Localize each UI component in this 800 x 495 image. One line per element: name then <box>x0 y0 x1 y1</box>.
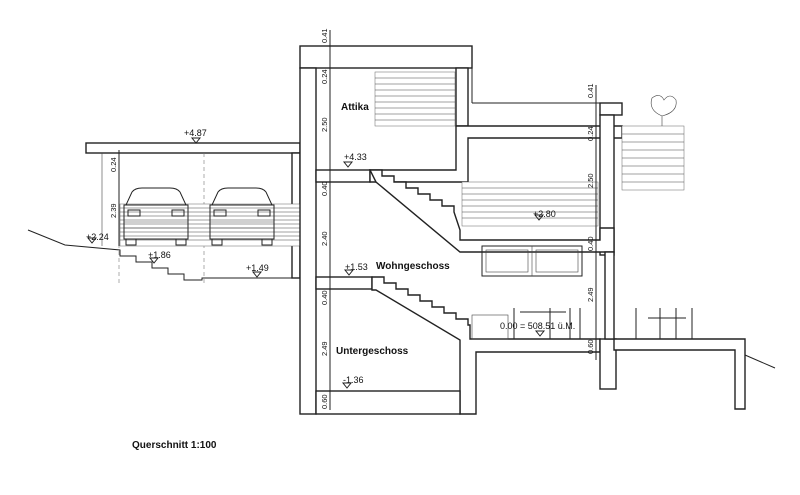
dim-left-0: 0.41 <box>320 28 329 43</box>
terrace-railing <box>461 181 599 227</box>
level-main-floor: 0.00 = 508.51 ü.M. <box>500 321 575 331</box>
dim-right-3: 0.40 <box>586 236 595 251</box>
level-carport-floor: +1.49 <box>246 263 269 273</box>
building-section <box>299 45 746 415</box>
drawing-caption: Querschnitt 1:100 <box>132 440 217 451</box>
dim-right-0: 0.41 <box>586 83 595 98</box>
level-ground-floor: +1.53 <box>345 262 368 272</box>
car-right <box>209 187 275 246</box>
tree <box>650 95 677 126</box>
room-label-attika: Attika <box>341 102 369 113</box>
dim-left-4: 2.40 <box>320 231 329 246</box>
terrace-furniture <box>635 308 693 339</box>
room-label-wohngeschoss: Wohngeschoss <box>376 261 450 272</box>
dim-left-5: 0.40 <box>320 290 329 305</box>
dim-left-6: 2.49 <box>320 341 329 356</box>
attika-louvers <box>374 71 456 127</box>
level-markers <box>86 137 546 389</box>
dining-furniture <box>471 308 581 340</box>
car-left <box>123 187 189 246</box>
dim-carport-0: 0.24 <box>109 157 118 172</box>
level-attika-floor: +4.33 <box>344 152 367 162</box>
level-step-1: +1.86 <box>148 250 171 260</box>
dim-right-1: 0.24 <box>586 126 595 141</box>
dim-right-5: 0.60 <box>586 339 595 354</box>
dim-left-3: 0.40 <box>320 181 329 196</box>
dim-right-4: 2.49 <box>586 287 595 302</box>
level-basement: -1.36 <box>343 375 364 385</box>
level-carport-roof: +4.87 <box>184 128 207 138</box>
neighbour-hatch <box>621 125 685 191</box>
window-wohngeschoss <box>481 245 583 277</box>
dim-carport-1: 2.39 <box>109 203 118 218</box>
level-terrain-left: +2.24 <box>86 232 109 242</box>
dim-left-7: 0.60 <box>320 394 329 409</box>
terrain-right <box>744 354 776 369</box>
carport <box>85 142 301 285</box>
dim-right-2: 2.50 <box>586 173 595 188</box>
dim-left-2: 2.50 <box>320 117 329 132</box>
room-label-untergeschoss: Untergeschoss <box>336 346 409 357</box>
terrain-line <box>27 229 300 281</box>
dim-left-1: 0.24 <box>320 69 329 84</box>
level-terrace: +2.80 <box>533 209 556 219</box>
